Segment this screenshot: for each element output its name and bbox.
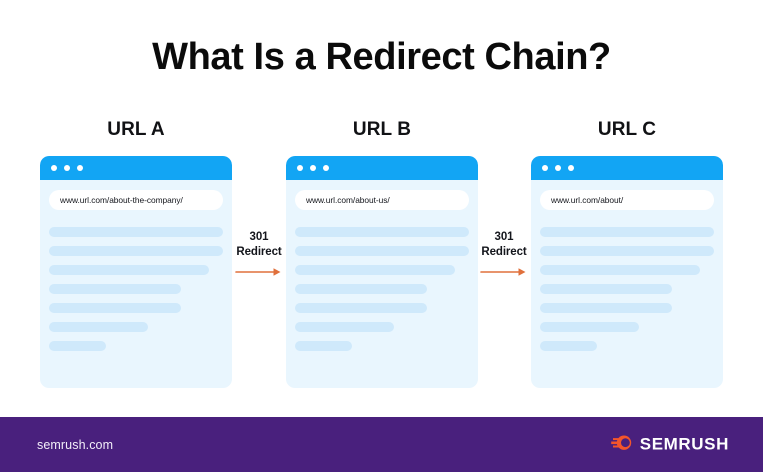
placeholder-line (49, 341, 107, 351)
placeholder-line (295, 284, 428, 294)
page-placeholder-lines-c (540, 227, 714, 360)
redirect-connector-1-code: 301 (249, 231, 269, 243)
browser-card-a: www.url.com/about-the-company/ (40, 156, 232, 388)
placeholder-line (540, 341, 598, 351)
window-dot-icon (297, 165, 303, 171)
placeholder-line (295, 227, 469, 237)
placeholder-line (540, 265, 701, 275)
window-dot-icon (568, 165, 574, 171)
semrush-wordmark: SEMRUSH (639, 434, 729, 454)
redirect-connector-2-action: Redirect (481, 246, 527, 258)
placeholder-line (295, 303, 428, 313)
window-dot-icon (323, 165, 329, 171)
page-placeholder-lines-b (295, 227, 469, 360)
window-dot-icon (51, 165, 57, 171)
footer-bar: semrush.com SEMRUSH (0, 417, 763, 472)
arrow-right-icon (232, 266, 286, 278)
address-bar-a[interactable]: www.url.com/about-the-company/ (49, 190, 223, 210)
placeholder-line (540, 284, 673, 294)
placeholder-line (295, 341, 353, 351)
browser-titlebar-c (531, 156, 723, 180)
redirect-connector-1-action: Redirect (236, 246, 282, 258)
semrush-logo: SEMRUSH (610, 432, 729, 457)
placeholder-line (49, 322, 149, 332)
page-title: What Is a Redirect Chain? (152, 36, 611, 78)
placeholder-line (540, 246, 714, 256)
url-column-a: URL A www.url.com/about-the-company/ (40, 118, 232, 388)
window-dot-icon (542, 165, 548, 171)
url-column-a-heading: URL A (107, 119, 165, 140)
window-dot-icon (310, 165, 316, 171)
url-column-b-heading: URL B (352, 119, 412, 140)
placeholder-line (49, 265, 210, 275)
url-column-c: URL C www.url.com/about/ (531, 118, 723, 388)
semrush-comet-icon (610, 432, 633, 457)
window-dot-icon (555, 165, 561, 171)
placeholder-line (540, 322, 640, 332)
url-column-b: URL B www.url.com/about-us/ (286, 118, 478, 388)
placeholder-line (49, 284, 182, 294)
window-dot-icon (64, 165, 70, 171)
address-bar-c[interactable]: www.url.com/about/ (540, 190, 714, 210)
placeholder-line (295, 246, 469, 256)
placeholder-line (295, 265, 456, 275)
arrow-right-icon (477, 266, 531, 278)
address-bar-a-text: www.url.com/about-the-company/ (60, 195, 183, 205)
browser-card-c: www.url.com/about/ (531, 156, 723, 388)
placeholder-line (49, 227, 223, 237)
redirect-chain-diagram: URL A www.url.com/about-the-company/ (0, 118, 763, 403)
redirect-connector-2-code: 301 (494, 231, 514, 243)
footer-site-url: semrush.com (37, 437, 114, 452)
address-bar-b[interactable]: www.url.com/about-us/ (295, 190, 469, 210)
url-column-c-heading: URL C (597, 119, 657, 140)
browser-titlebar-a (40, 156, 232, 180)
placeholder-line (295, 322, 395, 332)
window-dot-icon (77, 165, 83, 171)
browser-titlebar-b (286, 156, 478, 180)
placeholder-line (49, 246, 223, 256)
page-placeholder-lines-a (49, 227, 223, 360)
address-bar-c-text: www.url.com/about/ (551, 195, 624, 205)
placeholder-line (540, 227, 714, 237)
placeholder-line (540, 303, 673, 313)
placeholder-line (49, 303, 182, 313)
address-bar-b-text: www.url.com/about-us/ (306, 195, 390, 205)
browser-card-b: www.url.com/about-us/ (286, 156, 478, 388)
